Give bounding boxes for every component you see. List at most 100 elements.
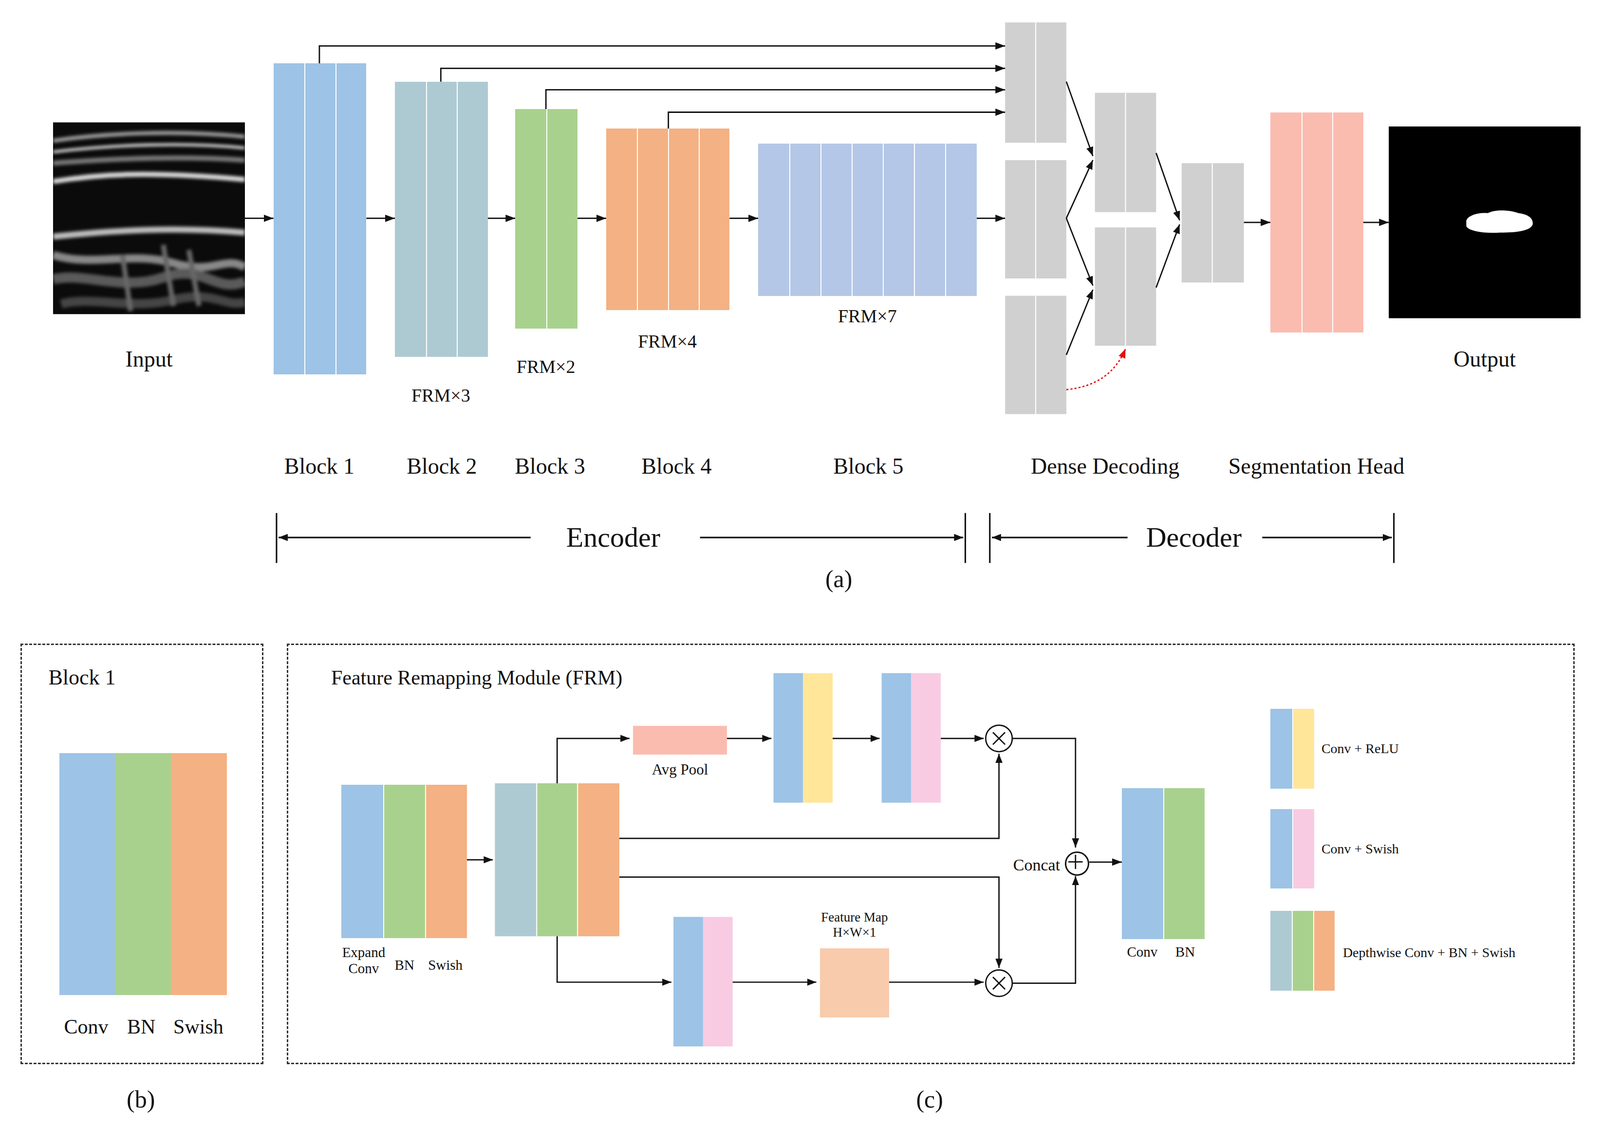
flow-arrow (1012, 738, 1076, 848)
connector-arrow (729, 217, 759, 220)
divider (1035, 296, 1037, 415)
legend-swatch (1270, 911, 1335, 991)
dense-decoding: Dense Decoding (1004, 22, 1244, 416)
divider (1124, 227, 1126, 346)
conv-layer: Conv (59, 753, 115, 996)
flow-arrow (832, 737, 880, 740)
layer-column (456, 81, 488, 358)
multiply-symbols (985, 725, 1083, 997)
layer-column (383, 784, 426, 938)
decoder-arrow (1155, 224, 1180, 288)
divider (1124, 93, 1126, 213)
layer-column (341, 784, 384, 938)
divider (1035, 22, 1037, 143)
layer-column (304, 63, 336, 375)
node-label: Swish (173, 1015, 224, 1039)
conv (773, 673, 804, 803)
avg-pool: Avg Pool (632, 725, 727, 755)
input-image: Input (53, 122, 245, 315)
decoder-block (1181, 163, 1245, 283)
tissue-band (53, 132, 245, 141)
legend-swatch (1270, 809, 1315, 889)
layer-column (882, 143, 914, 296)
swish (703, 916, 733, 1047)
layer-column (636, 128, 668, 311)
tissue-band (53, 144, 245, 152)
divider (1211, 163, 1213, 283)
swish (911, 673, 941, 803)
layer-column (851, 143, 883, 296)
connector-arrow (545, 89, 1005, 110)
encoder-block: FRM×2Block 3 (515, 109, 578, 329)
layer-column (170, 753, 227, 996)
layer-column (758, 143, 790, 296)
span-arrow (278, 537, 531, 539)
layer-column (515, 109, 547, 329)
connector-arrow (440, 68, 1005, 82)
connector-arrow (1363, 221, 1389, 224)
node-label: Block 2 (406, 453, 477, 480)
decoder-block (1004, 296, 1067, 415)
node-label: Input (125, 346, 173, 373)
node-label: Concat (1013, 855, 1061, 875)
flow-arrow (732, 981, 817, 984)
node-label: Avg Pool (651, 761, 709, 779)
node-label: FRM×2 (516, 356, 576, 379)
frm-shapes (494, 673, 941, 1047)
divider (576, 783, 578, 937)
layer-column (1270, 911, 1292, 991)
legend-label: Depthwise Conv + BN + Swish (1342, 945, 1516, 961)
flow-arrow (557, 936, 672, 983)
tissue-band (122, 244, 199, 312)
node-label: FRM×3 (411, 385, 471, 407)
connector-arrow (668, 112, 1006, 130)
layer-column (819, 948, 890, 1019)
layer-column (273, 63, 305, 375)
block-dividers (1035, 22, 1213, 414)
plus-sign (1068, 855, 1083, 870)
dotted-arrow (1066, 348, 1126, 390)
ultrasound-image (53, 122, 245, 315)
legend-label: Conv + Swish (1321, 840, 1399, 857)
depthwise-conv (494, 783, 537, 937)
layer-column (394, 81, 427, 358)
layer-column (1270, 708, 1293, 789)
node-label: Conv (63, 1015, 109, 1039)
bracket-tick (275, 513, 278, 564)
layer-column (1270, 809, 1293, 889)
layer-column (114, 753, 171, 996)
tissue-band (61, 296, 245, 304)
encoder-block: FRM×3Block 2 (394, 81, 488, 358)
connector-arrow (577, 217, 607, 220)
conv (881, 673, 912, 803)
node-label: Segmentation Head (1228, 453, 1405, 480)
layer-column (789, 143, 821, 296)
node-label: Expand Conv (336, 944, 391, 978)
decoder-arrows (1066, 81, 1180, 355)
connector-arrow (976, 217, 1006, 220)
segmentation-mask (1388, 126, 1581, 319)
connector-arrow (244, 217, 274, 220)
span-arrow (1262, 537, 1392, 539)
image-ground (53, 122, 245, 315)
node-label: Block 5 (833, 453, 904, 480)
node-label: Dense Decoding (1030, 453, 1180, 480)
layer-column (945, 143, 977, 296)
layer-column (426, 81, 458, 358)
connector-arrow (1089, 861, 1122, 863)
multiply-symbol (985, 969, 1012, 997)
conv (673, 916, 704, 1047)
swish-layer: Swish (170, 753, 227, 996)
layer-column (668, 128, 699, 311)
decoder-arrow (1066, 81, 1093, 157)
flow-arrow (940, 737, 984, 740)
decoder-block (1004, 22, 1067, 143)
decoder-block (1095, 93, 1157, 213)
mask-ground (1388, 126, 1581, 319)
bn-layer: BN (114, 753, 171, 996)
layer-column (1292, 809, 1315, 889)
layer-column (913, 143, 946, 296)
figure-label: (c) (915, 1085, 944, 1115)
legend-label: Conv + ReLU (1321, 741, 1399, 757)
node-label: Block 1 (284, 453, 355, 480)
